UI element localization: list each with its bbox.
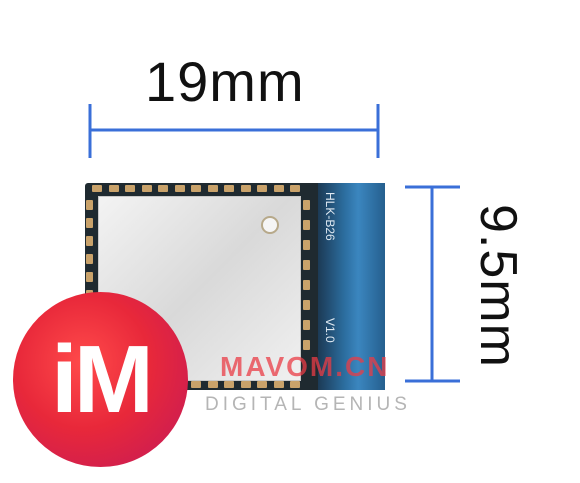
castellated-pad (290, 381, 300, 388)
castellated-pad (224, 381, 234, 388)
castellated-pad (303, 240, 310, 250)
castellated-pad (86, 218, 93, 228)
castellated-pad (273, 381, 284, 388)
module-version-silkscreen: V1.0 (323, 318, 337, 343)
castellated-pad (303, 200, 310, 210)
castellated-pad (191, 381, 201, 388)
watermark-logo: iM (13, 292, 188, 467)
height-dimension-label: 9.5mm (469, 204, 527, 368)
castellated-pad (158, 185, 168, 192)
castellated-pad (86, 272, 93, 282)
watermark-tagline: DIGITAL GENIUS (205, 394, 411, 415)
castellated-pad (303, 280, 310, 290)
castellated-pad (303, 300, 310, 310)
module-model-silkscreen: HLK-B26 (323, 192, 337, 241)
castellated-pad (257, 185, 267, 192)
castellated-pad (207, 185, 218, 192)
castellated-pad (108, 185, 119, 192)
pcb-antenna-area (318, 183, 385, 390)
castellated-pad (125, 185, 135, 192)
castellated-pad (303, 320, 310, 330)
castellated-pad (303, 340, 310, 350)
castellated-pad (207, 381, 218, 388)
width-dimension-label: 19mm (145, 50, 305, 113)
castellated-pad (174, 185, 185, 192)
castellated-pad (86, 200, 93, 210)
watermark-brand: MAVOM.CN (220, 351, 390, 382)
castellated-pad (273, 185, 284, 192)
castellated-pad (224, 185, 234, 192)
castellated-pad (290, 185, 300, 192)
castellated-pad (303, 220, 310, 230)
castellated-pad (86, 254, 93, 264)
watermark-logo-text: iM (51, 325, 154, 433)
castellated-pad (86, 236, 93, 246)
castellated-pad (257, 381, 267, 388)
castellated-pad (92, 185, 102, 192)
shield-marker-dot (261, 216, 279, 234)
castellated-pad (141, 185, 152, 192)
castellated-pad (303, 260, 310, 270)
castellated-pad (240, 185, 251, 192)
castellated-pad (240, 381, 251, 388)
castellated-pad (191, 185, 201, 192)
